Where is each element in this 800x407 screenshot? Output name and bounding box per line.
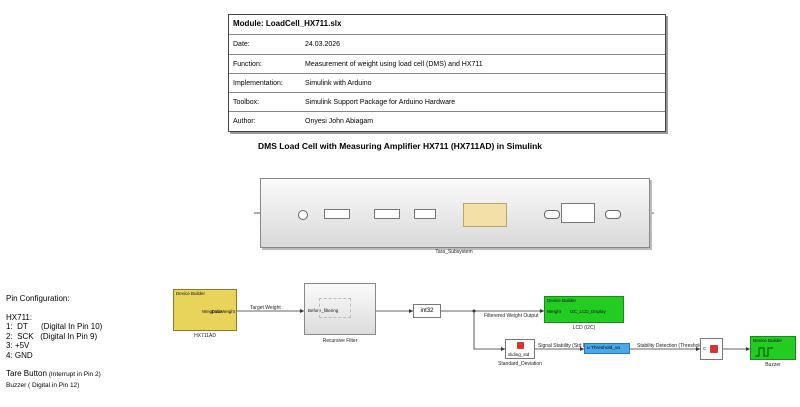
block-header: Device Builder — [176, 291, 206, 296]
info-row-date: Date: 24.03.2026 — [229, 34, 665, 55]
block-text: C — [703, 346, 707, 351]
pin-line: 4: GND — [6, 350, 33, 360]
tara-subsystem-block[interactable] — [260, 178, 650, 248]
tara-inner-block-1 — [324, 209, 350, 219]
info-row-author: Author: Onyesi John Abiagam — [229, 111, 665, 132]
recursive-filter-label: Recursive Filter — [322, 338, 358, 344]
info-value: Simulink with Arduino — [305, 80, 372, 87]
signal-filtered-output: Filterered Weight Output — [484, 313, 539, 319]
function-icon — [710, 345, 718, 353]
info-title-row: Module: LoadCell_HX711.slx — [229, 15, 665, 35]
info-value: Onyesi John Abiagam — [305, 118, 374, 125]
lcd-label: LCD (I2C) — [572, 325, 596, 331]
tara-logic-block — [463, 203, 507, 227]
port-label: Weigpolio — [202, 309, 222, 314]
data-type-conversion-block[interactable]: int32 — [413, 304, 441, 318]
pin-line: 3: +5V — [6, 341, 30, 350]
pin-heading: Pin Configuration: — [6, 294, 70, 303]
hx711-device-block[interactable]: Device Builder Weigpolio DataWeight — [173, 289, 237, 331]
info-value: 24.03.2026 — [305, 41, 341, 48]
info-key: Function: — [233, 61, 262, 68]
tara-inner-block-2 — [374, 209, 400, 219]
block-text: sliding_std — [508, 352, 530, 357]
port-label: Before_filtering — [308, 308, 339, 313]
pin-buzzer-note: ( Digital in Pin 12) — [26, 381, 80, 389]
model-title: DMS Load Cell with Measuring Amplifier H… — [257, 141, 543, 151]
standard-deviation-label: Standard_Deviation — [498, 361, 542, 367]
tara-output-tag — [605, 210, 621, 219]
pin-configuration-note: Pin Configuration: HX711: 1: DT (Digital… — [6, 294, 102, 390]
lcd-device-block[interactable]: Device Builder Weight I2C_LCD_Display — [544, 296, 624, 323]
info-row-toolbox: Toolbox: Simulink Support Package for Ar… — [229, 92, 665, 113]
info-row-implementation: Implementation: Simulink with Arduino — [229, 73, 665, 94]
info-value: Measurement of weight using load cell (D… — [305, 61, 483, 68]
pin-tare: Tare Button (Interrupt in Pin 2) — [6, 369, 102, 380]
port-label: Weight — [547, 309, 561, 314]
pin-buzzer-label: Buzzer — [6, 381, 27, 389]
pin-line: 1: DT (Digital In Pin 10) — [6, 322, 103, 331]
buzzer-device-block[interactable]: Device Builder — [750, 336, 796, 360]
info-title: Module: LoadCell_HX711.slx — [233, 19, 342, 28]
port-label: DataWeight — [211, 309, 235, 314]
pulse-wave-icon — [755, 347, 773, 357]
info-key: Toolbox: — [233, 99, 260, 106]
filter-inner-preview — [319, 298, 351, 318]
info-key: Implementation: — [233, 80, 283, 87]
pin-tare-note: (Interrupt in Pin 2) — [46, 371, 101, 378]
signal-detection: Stability Detection (Threshold) — [637, 343, 704, 349]
block-header: Device Builder — [547, 298, 577, 303]
tara-inner-block-3 — [414, 209, 436, 219]
info-key: Date: — [233, 41, 250, 48]
switch-block[interactable]: C — [700, 338, 723, 360]
pin-line: 2: SCK (Digital In Pin 9) — [6, 331, 98, 341]
signal-stability: Signal Stability (Std Dev) — [538, 343, 594, 349]
tara-goto-tag — [544, 210, 560, 219]
info-row-function: Function: Measurement of weight using lo… — [229, 54, 665, 75]
pin-buzzer: Buzzer ( Digital in Pin 12) — [6, 380, 102, 391]
block-header: Device Builder — [753, 338, 783, 343]
standard-deviation-block[interactable]: sliding_std — [505, 339, 535, 359]
recursive-filter-block[interactable]: Before_filtering — [304, 283, 376, 335]
pin-hx711-heading: HX711: — [6, 312, 33, 322]
model-info-table: Module: LoadCell_HX711.slx Date: 24.03.2… — [228, 14, 666, 132]
buzzer-label: Buzzer — [765, 362, 781, 368]
info-key: Author: — [233, 118, 256, 125]
port-label: I2C_LCD_Display — [570, 309, 606, 314]
info-value: Simulink Support Package for Arduino Har… — [305, 99, 456, 106]
hx711-label: HX711AD — [194, 333, 216, 339]
pin-tare-label: Tare Button — [6, 369, 47, 378]
tara-switch-block — [561, 203, 595, 223]
signal-target-weight: Target Weight — [250, 305, 281, 311]
matlab-function-icon — [517, 342, 524, 349]
tara-input-port — [298, 210, 308, 220]
threshold-block[interactable]: u Threshold_va — [584, 343, 630, 354]
tara-subsystem-label: Tara_Subsystem — [435, 249, 473, 255]
